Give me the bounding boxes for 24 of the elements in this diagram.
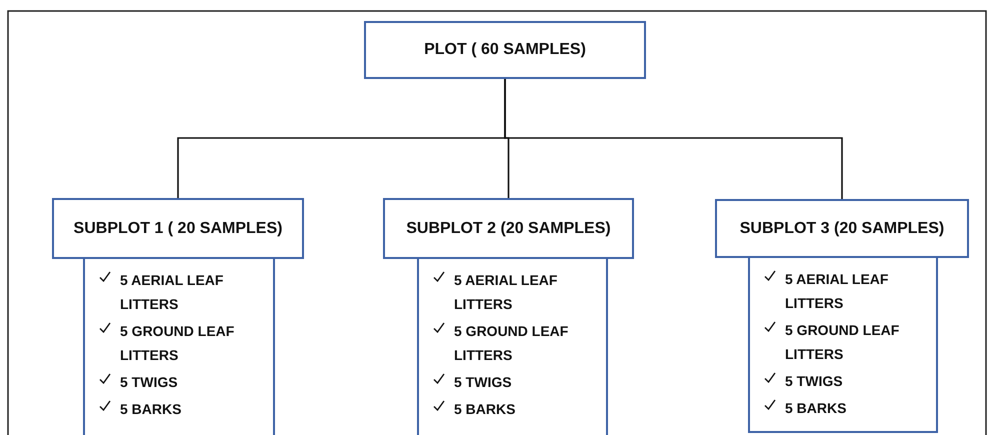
checklist-box: [417, 257, 608, 435]
list-item-text: 5 AERIAL LEAF LITTERS: [785, 270, 890, 313]
list-item-text: 5 GROUND LEAF LITTERS: [120, 322, 236, 365]
list-item-text: 5 GROUND LEAF LITTERS: [454, 322, 570, 365]
checklist-box: [83, 257, 275, 435]
list-item-text: 5 BARKS: [454, 400, 516, 419]
list-item-text: 5 TWIGS: [120, 373, 179, 392]
subplot-box: [52, 198, 304, 259]
list-item-text: 5 TWIGS: [454, 373, 513, 392]
box-title: SUBPLOT 1 ( 20 SAMPLES): [74, 220, 282, 238]
list-item-text: 5 TWIGS: [785, 372, 844, 391]
subplot-box: [383, 198, 634, 259]
subplot-box: [715, 199, 969, 258]
list-item-text: 5 AERIAL LEAF LITTERS: [120, 271, 224, 314]
plot-box: [364, 21, 646, 79]
box-title: SUBPLOT 2 (20 SAMPLES): [406, 220, 611, 238]
checklist-box: [748, 256, 938, 433]
list-item-text: 5 BARKS: [120, 400, 182, 419]
list-item-text: 5 BARKS: [785, 399, 848, 418]
list-item-text: 5 AERIAL LEAF LITTERS: [454, 271, 558, 314]
box-title: SUBPLOT 3 (20 SAMPLES): [740, 220, 944, 238]
connector-line: [504, 79, 843, 199]
list-item-text: 5 GROUND LEAF LITTERS: [785, 321, 900, 364]
box-title: PLOT ( 60 SAMPLES): [424, 41, 586, 59]
